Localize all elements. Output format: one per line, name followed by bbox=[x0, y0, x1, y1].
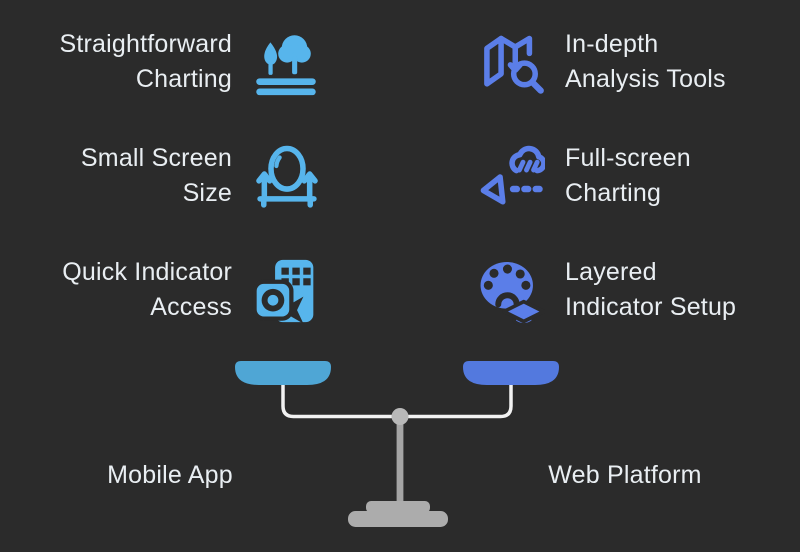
feature-straightforward-charting: Straightforward Charting bbox=[59, 27, 232, 97]
feature-small-screen-size: Small Screen Size bbox=[81, 141, 232, 211]
feature-line: Analysis Tools bbox=[565, 65, 726, 93]
scale-pivot bbox=[391, 408, 409, 425]
feature-line: Size bbox=[182, 179, 232, 207]
feature-line: Charting bbox=[565, 179, 662, 207]
mirror-icon bbox=[253, 143, 321, 213]
scale-pan-left bbox=[235, 361, 331, 385]
palette-education-icon bbox=[477, 256, 545, 326]
feature-full-screen-charting: Full-screen Charting bbox=[565, 141, 691, 211]
cloud-forecast-icon bbox=[477, 142, 545, 212]
feature-line: Quick Indicator bbox=[62, 258, 232, 286]
label-web-platform: Web Platform bbox=[548, 461, 702, 489]
feature-layered-indicator-setup: Layered Indicator Setup bbox=[565, 255, 736, 325]
feature-in-depth-analysis-tools: In-depth Analysis Tools bbox=[565, 27, 726, 97]
feature-quick-indicator-access: Quick Indicator Access bbox=[62, 255, 232, 325]
scale-base-top bbox=[366, 501, 430, 513]
feature-line: Straightforward bbox=[59, 30, 232, 58]
scale-pole bbox=[396, 414, 404, 504]
label-mobile-app: Mobile App bbox=[107, 461, 233, 489]
camera-grid-icon bbox=[251, 256, 319, 326]
scale-base-bottom bbox=[348, 511, 448, 527]
map-search-icon bbox=[477, 29, 545, 99]
feature-line: In-depth bbox=[565, 30, 659, 58]
trees-icon bbox=[252, 30, 320, 100]
feature-line: Small Screen bbox=[80, 144, 232, 172]
scale-pan-right bbox=[463, 361, 559, 385]
feature-line: Layered bbox=[565, 258, 657, 286]
feature-line: Indicator Setup bbox=[565, 293, 737, 321]
feature-line: Full-screen bbox=[565, 144, 691, 172]
feature-line: Charting bbox=[135, 65, 232, 93]
feature-line: Access bbox=[150, 293, 232, 321]
